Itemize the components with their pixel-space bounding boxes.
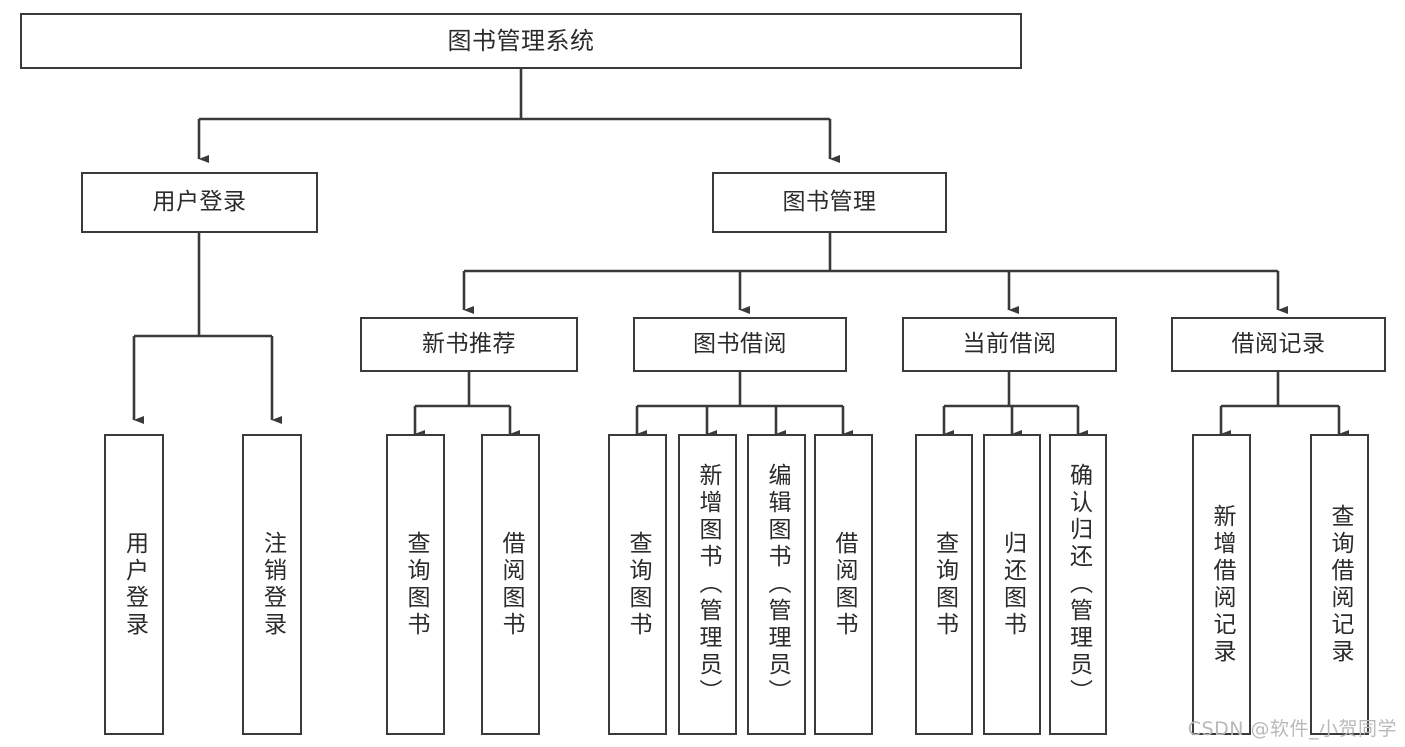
node-root-system[interactable]: 图书管理系统 [20, 13, 1022, 69]
node-book-borrow[interactable]: 图书借阅 [633, 317, 847, 372]
leaf-query-book-1[interactable]: 查询图书 [386, 434, 445, 735]
node-label: 新书推荐 [422, 330, 516, 357]
node-user-login[interactable]: 用户登录 [81, 172, 318, 233]
connector-current-borrow-to-leaves [942, 372, 1089, 439]
leaf-query-record[interactable]: 查询借阅记录 [1310, 434, 1369, 735]
connector-root-to-level1 [197, 69, 841, 164]
leaf-add-book[interactable]: 新增图书（管理员） [678, 434, 737, 735]
csdn-watermark: CSDN @软件_小贺同学 [1187, 718, 1397, 740]
node-label: 用户登录 [121, 530, 148, 639]
node-label: 借阅记录 [1231, 330, 1326, 357]
leaf-confirm-return[interactable]: 确认归还（管理员） [1049, 434, 1107, 735]
connector-new-book-recommend-to-leaves [413, 372, 521, 439]
leaf-add-record[interactable]: 新增借阅记录 [1192, 434, 1251, 735]
leaf-borrow-book-2[interactable]: 借阅图书 [814, 434, 873, 735]
connector-borrow-record-to-leaves [1219, 372, 1350, 439]
node-book-manage[interactable]: 图书管理 [712, 172, 947, 233]
node-label: 图书借阅 [693, 330, 787, 357]
node-label: 查询借阅记录 [1327, 503, 1353, 666]
node-label: 图书管理系统 [447, 26, 595, 55]
node-label: 查询图书 [931, 530, 958, 639]
node-current-borrow[interactable]: 当前借阅 [902, 317, 1117, 372]
connector-book-borrow-to-leaves [635, 372, 854, 439]
leaf-query-book-2[interactable]: 查询图书 [608, 434, 667, 735]
node-borrow-record[interactable]: 借阅记录 [1171, 317, 1386, 372]
node-label: 用户登录 [152, 188, 247, 215]
node-label: 图书管理 [782, 188, 877, 215]
node-label: 注销登录 [259, 530, 286, 639]
node-label: 新增借阅记录 [1209, 503, 1235, 666]
node-label: 新增图书（管理员） [695, 463, 721, 706]
leaf-user-login[interactable]: 用户登录 [104, 434, 164, 735]
leaf-query-book-3[interactable]: 查询图书 [915, 434, 973, 735]
node-label: 查询图书 [625, 530, 651, 639]
leaf-return-book[interactable]: 归还图书 [983, 434, 1041, 735]
leaf-logout-login[interactable]: 注销登录 [242, 434, 302, 735]
connector-book-manage-to-level2 [462, 233, 1289, 315]
node-new-book-recommend[interactable]: 新书推荐 [360, 317, 578, 372]
node-label: 确认归还（管理员） [1065, 463, 1092, 706]
node-label: 借阅图书 [498, 530, 524, 639]
node-label: 借阅图书 [831, 530, 857, 639]
node-label: 编辑图书（管理员） [764, 463, 790, 706]
node-label: 查询图书 [403, 530, 429, 639]
connector-user-login-to-leaves [132, 233, 283, 425]
node-label: 当前借阅 [962, 330, 1057, 357]
leaf-borrow-book-1[interactable]: 借阅图书 [481, 434, 540, 735]
node-label: 归还图书 [999, 530, 1026, 639]
leaf-edit-book[interactable]: 编辑图书（管理员） [747, 434, 806, 735]
